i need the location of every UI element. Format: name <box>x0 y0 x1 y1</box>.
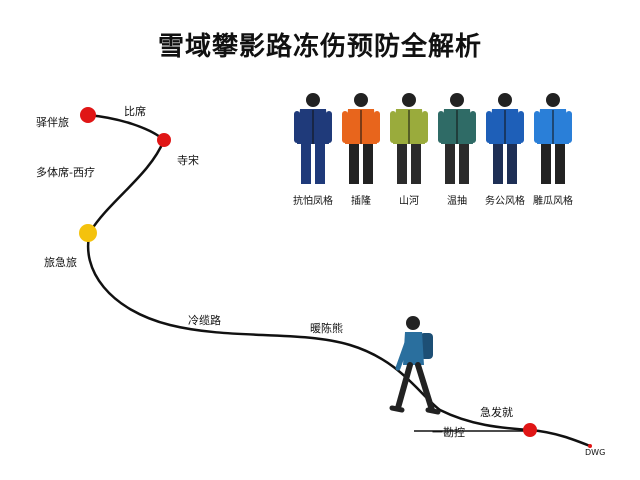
label-valley-1: 冷缆路 <box>188 314 221 327</box>
gear-figure-3: 山河 <box>384 92 434 207</box>
label-top-left: 驿伴旅 <box>36 116 69 129</box>
gear-figure-1: 抗怕凤格 <box>288 92 338 207</box>
person-icon <box>342 93 380 184</box>
gear-figure-2: 插隆 <box>336 92 386 207</box>
person-icon <box>534 93 572 184</box>
gear-figure-label: 插隆 <box>351 196 371 207</box>
gear-figure-label: 抗怕凤格 <box>293 196 333 207</box>
gear-figure-label: 雕瓜风格 <box>533 196 573 207</box>
label-left-lower: 旅急旅 <box>44 256 77 269</box>
person-icon <box>438 93 476 184</box>
marker-mid <box>157 133 171 147</box>
gear-figure-5: 务公风格 <box>480 92 530 207</box>
gear-figure-label: 温抽 <box>447 196 467 207</box>
end-dot <box>588 444 592 448</box>
gear-figure-label: 务公风格 <box>485 196 525 207</box>
marker-start <box>80 107 96 123</box>
hiker-figure <box>389 316 441 415</box>
marker-end <box>523 423 537 437</box>
gear-figure-4: 温抽 <box>432 92 482 207</box>
marker-yellow <box>79 224 97 242</box>
person-icon <box>486 93 524 184</box>
gear-figure-label: 山河 <box>399 196 419 207</box>
route-path <box>86 113 592 448</box>
person-icon <box>390 93 428 184</box>
label-mid-right: 寺宋 <box>177 154 199 167</box>
label-end-tag: DWG <box>585 448 606 457</box>
page-title: 雪域攀影路冻伤预防全解析 <box>157 32 482 62</box>
label-left-mid: 多体席-西疗 <box>36 166 95 179</box>
person-icon <box>294 93 332 184</box>
gear-figure-6: 雕瓜风格 <box>528 92 578 207</box>
gear-figures: 抗怕凤格 插隆 山河 温抽 务公风格雕瓜风格 <box>288 92 588 212</box>
label-lower-right: 急发就 <box>480 406 513 419</box>
label-top-mid: 比席 <box>124 105 146 118</box>
label-bottom: 一勘控 <box>432 426 465 439</box>
label-valley-2: 暖陈熊 <box>310 322 343 335</box>
